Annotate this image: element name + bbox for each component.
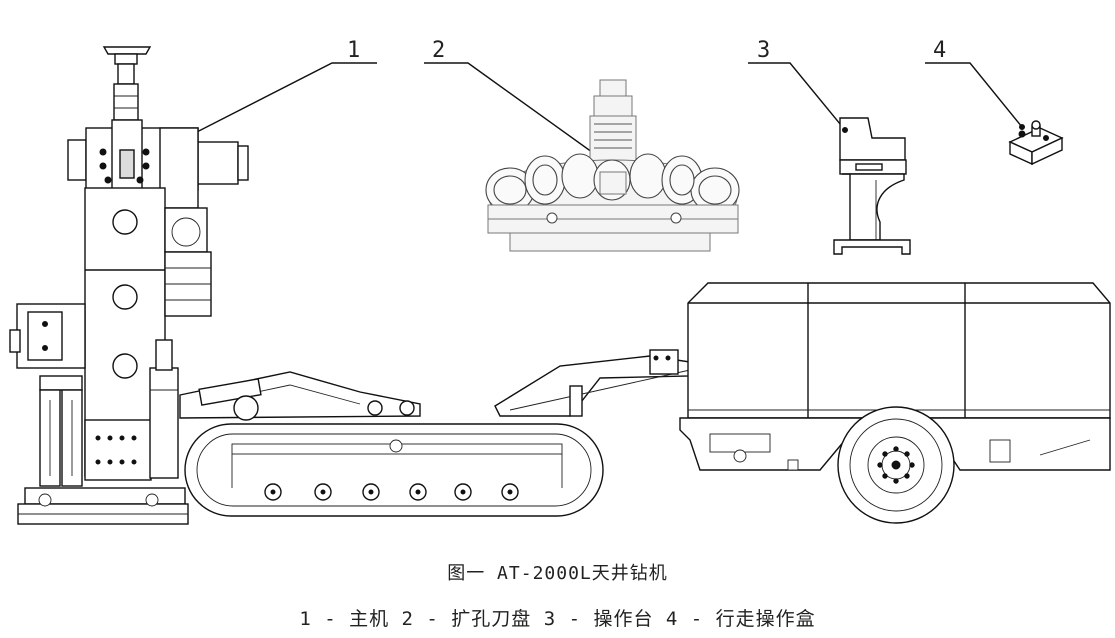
callout-number-2: 2 [432,38,445,63]
leader-dot-4 [1019,124,1025,130]
figure-title: 图一 AT-2000L天井钻机 [447,563,668,584]
power-unit-trailer [679,282,1111,524]
callout-4: 4 [925,38,1025,130]
callout-number-1: 1 [347,38,360,63]
tow-drawbar [494,349,691,417]
operator-console [833,117,911,255]
main-drill-machine [9,46,249,525]
callout-2: 2 [424,38,613,168]
leader-line-3 [748,62,846,131]
leader-line-2 [424,62,611,166]
reamer-cutter-head [485,79,740,252]
travel-control-box [1008,120,1064,166]
figure-legend: 1 - 主机 2 - 扩孔刀盘 3 - 操作台 4 - 行走操作盒 [299,608,816,630]
trailer-wheel [837,406,955,524]
top-flange [102,46,152,55]
callout-number-3: 3 [757,38,770,63]
callout-number-4: 4 [933,38,946,63]
track-rollers [264,483,519,501]
leader-line-4 [925,62,1023,128]
leader-line-1 [141,62,377,161]
crawler-track [179,371,604,517]
callout-3: 3 [748,38,848,133]
